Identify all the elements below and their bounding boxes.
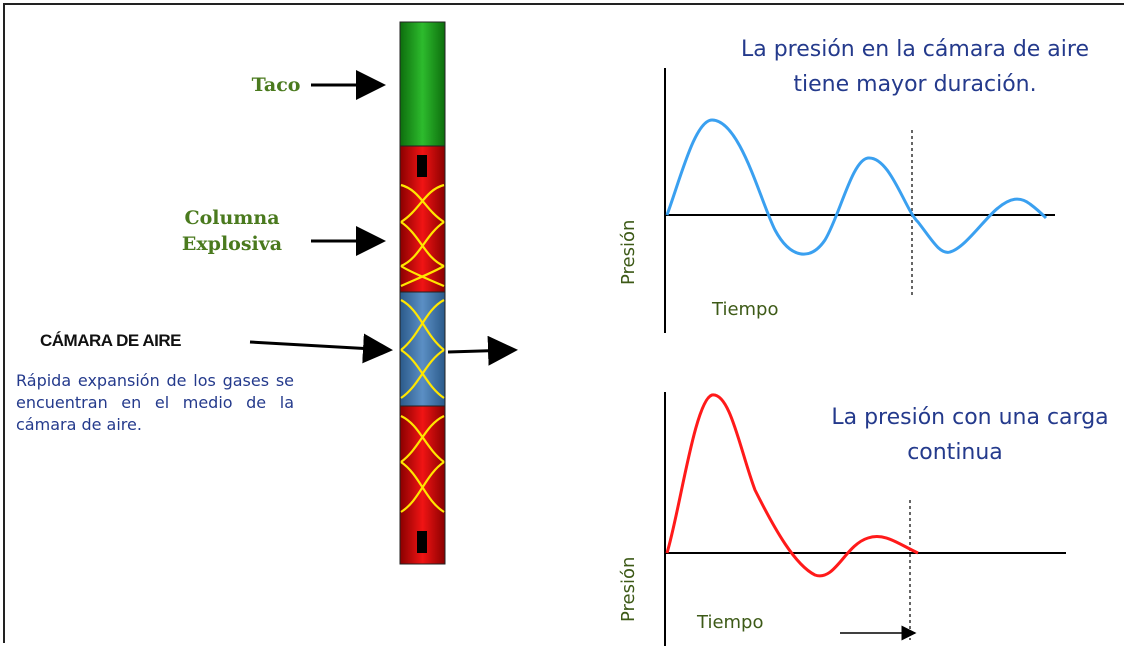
air-chamber-segment xyxy=(399,291,446,407)
columna-label-line2: Explosiva xyxy=(181,233,283,255)
diagram-frame xyxy=(3,3,1124,643)
top-pressure-curve xyxy=(665,118,1048,256)
camara-label: CÁMARA DE AIRE xyxy=(40,331,181,350)
bottom-graph-title-line2: continua xyxy=(907,440,1003,465)
top-graph xyxy=(664,68,1055,333)
borehole-column xyxy=(399,21,446,565)
top-graph-title-line2: tiene mayor duración. xyxy=(793,72,1037,97)
top-y-axis-label: Presión xyxy=(618,219,639,285)
top-x-axis-label: Tiempo xyxy=(712,299,779,320)
bottom-graph xyxy=(664,392,1066,646)
bottom-pressure-curve xyxy=(665,393,919,578)
bottom-y-axis-label: Presión xyxy=(618,556,639,622)
columna-label-line1: Columna xyxy=(184,207,280,229)
wave-upper xyxy=(400,183,445,288)
camara-arrow xyxy=(249,333,393,364)
output-arrow xyxy=(447,335,518,366)
taco-label: Taco xyxy=(251,74,301,96)
wave-air-chamber xyxy=(400,299,445,399)
bottom-x-axis-label: Tiempo xyxy=(697,612,764,633)
detonator-lower xyxy=(417,531,427,553)
camara-description: Rápida expansión de los gases se encuent… xyxy=(16,371,294,434)
detonator-upper xyxy=(417,155,427,177)
stemming-segment xyxy=(399,21,446,147)
top-graph-title-line1: La presión en la cámara de aire xyxy=(740,37,1089,62)
bottom-graph-title-line1: La presión con una carga xyxy=(831,405,1109,430)
wave-lower xyxy=(400,415,445,513)
